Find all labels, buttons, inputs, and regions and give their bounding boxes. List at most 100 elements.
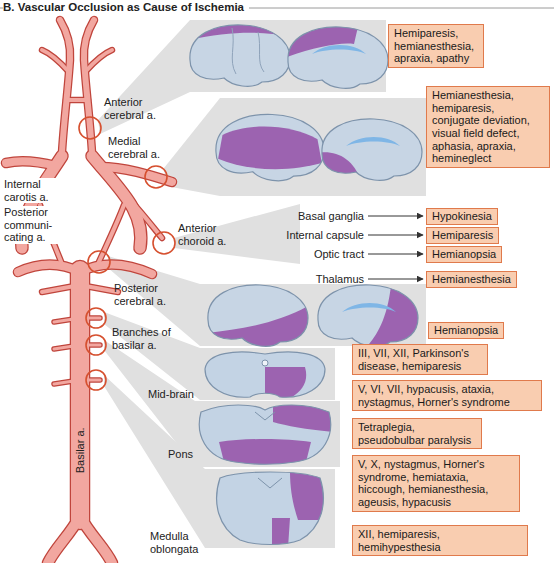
- structure-label: Basilar a.: [74, 425, 87, 475]
- occlusion-circle: [86, 335, 106, 355]
- brain-medial-mca: [312, 152, 364, 190]
- artery-outline: [85, 50, 112, 72]
- symptom-text: Hypokinesia: [432, 210, 492, 223]
- projection-funnel: [104, 340, 340, 467]
- symptom-text: Hemiparesis, hemianesthesia, apraxia, ap…: [394, 27, 478, 65]
- artery-fill: [66, 98, 88, 102]
- brain-medial-pca: [342, 303, 396, 312]
- artery-fill: [98, 205, 124, 264]
- pointer-arrow: [368, 216, 423, 279]
- artery-fill: [60, 20, 70, 152]
- structure-label: Posterior cerebral a.: [114, 282, 180, 307]
- artery-outline: [48, 516, 112, 563]
- brain-lateral-pca: [198, 300, 318, 356]
- pointer-arrow: [368, 279, 423, 280]
- brain-medial-aca: [278, 18, 360, 60]
- symptom-box: V, VI, VII, hypacusis, ataxia, nystagmus…: [352, 380, 542, 411]
- structure-label: Mid-brain: [148, 388, 194, 401]
- structure-label: Anterior cerebral a.: [104, 96, 166, 121]
- structure-label: Basal ganglia: [298, 210, 364, 223]
- symptom-text: V, VI, VII, hypacusis, ataxia, nystagmus…: [358, 383, 536, 408]
- structure-label: Anterior choroid a.: [178, 222, 244, 247]
- projection-funnel: [164, 98, 426, 196]
- artery-outline: [98, 205, 124, 264]
- artery-fill: [85, 50, 112, 72]
- pons-section: [219, 404, 335, 466]
- projection-funnel: [174, 204, 300, 264]
- pointer-arrow: [368, 235, 423, 236]
- pointer-arrow: [368, 216, 423, 217]
- symptom-text: Tetraplegia, pseudobulbar paralysis: [358, 421, 476, 446]
- symptom-box: Tetraplegia, pseudobulbar paralysis: [352, 418, 482, 449]
- pons-section: [199, 404, 335, 466]
- figure-title: B. Vascular Occlusion as Cause of Ischem…: [3, 1, 249, 14]
- artery-outline: [6, 162, 56, 166]
- brain-medial-aca: [312, 45, 366, 54]
- brain-lateral-pca: [208, 285, 308, 346]
- brain-medial-aca: [278, 18, 388, 88]
- symptom-box: Hypokinesia: [426, 208, 498, 225]
- occlusion-circle: [79, 117, 101, 139]
- occlusion-circle: [145, 166, 167, 188]
- artery-outline: [70, 270, 91, 520]
- artery-fill: [84, 20, 94, 152]
- artery-fill: [6, 162, 56, 166]
- artery-fill: [100, 167, 172, 182]
- brain-medial-mca: [322, 119, 422, 180]
- medulla-section: [258, 478, 282, 488]
- brain-lateral-aca: [190, 25, 290, 86]
- symptom-text: Hemianesthesia: [432, 273, 511, 286]
- symptom-box: Hemiparesis, hemianesthesia, apraxia, ap…: [388, 24, 484, 68]
- occlusion-circle: [88, 251, 110, 273]
- symptom-box: III, VII, XII, Parkinson's disease, hemi…: [352, 344, 488, 375]
- pons-section: [219, 404, 335, 466]
- structure-label: Posterior communi-cating a.: [2, 206, 66, 244]
- symptom-text: Hemianopsia: [432, 248, 496, 261]
- brain-medial-mca: [312, 119, 422, 190]
- brain-lateral-aca: [180, 16, 300, 86]
- projection-funnel: [104, 375, 335, 548]
- artery-outline: [60, 20, 70, 152]
- structure-label: Internal capsule: [286, 229, 364, 242]
- brain-lateral-aca: [232, 28, 264, 74]
- pons-section: [199, 405, 330, 464]
- artery-fill: [18, 265, 80, 273]
- symptom-text: Hemianopsia: [434, 324, 498, 337]
- symptom-text: Hemianesthesia, hemiparesis, conjugate d…: [432, 89, 544, 165]
- medulla-section: [217, 472, 324, 545]
- brain-lateral-mca: [218, 127, 322, 170]
- artery-fill: [128, 198, 162, 238]
- artery-fill: [71, 270, 89, 520]
- symptom-text: III, VII, XII, Parkinson's disease, hemi…: [358, 347, 482, 372]
- symptom-box: Hemiparesis: [426, 227, 499, 244]
- brain-lateral-mca: [216, 114, 324, 180]
- brain-lateral-mca: [218, 127, 322, 170]
- artery-fill: [48, 516, 112, 563]
- brain-medial-mca: [312, 152, 364, 190]
- symptom-text: V, X, nystagmus, Horner's syndrome, hemi…: [358, 458, 514, 509]
- medulla-section: [217, 472, 330, 548]
- brain-lateral-mca: [216, 114, 324, 180]
- structure-label: Medulla oblongata: [150, 530, 210, 555]
- symptom-box: V, X, nystagmus, Horner's syndrome, hemi…: [352, 455, 520, 512]
- symptom-text: Hemiparesis: [432, 229, 493, 242]
- brain-medial-pca: [318, 285, 418, 346]
- brain-medial-mca: [346, 137, 400, 146]
- brain-lateral-pca: [198, 300, 318, 356]
- symptom-box: XII, hemiparesis, hemihypesthesia: [352, 525, 528, 556]
- symptom-box: Hemianesthesia: [426, 271, 517, 288]
- midbrain-section: [205, 352, 325, 399]
- artery-fill: [42, 50, 69, 72]
- symptom-text: XII, hemiparesis, hemihypesthesia: [358, 528, 522, 553]
- artery-outline: [18, 265, 80, 273]
- occlusion-circle: [86, 308, 106, 328]
- occlusion-circle: [86, 370, 106, 390]
- symptom-box: Hemianopsia: [426, 246, 502, 263]
- artery-outline: [84, 20, 94, 152]
- brain-medial-aca: [288, 27, 388, 88]
- symptom-box: Hemianesthesia, hemiparesis, conjugate d…: [426, 86, 550, 168]
- brain-lateral-mca: [216, 114, 324, 180]
- structure-label: Medial cerebral a.: [108, 135, 168, 160]
- structure-label: Thalamus: [316, 273, 364, 286]
